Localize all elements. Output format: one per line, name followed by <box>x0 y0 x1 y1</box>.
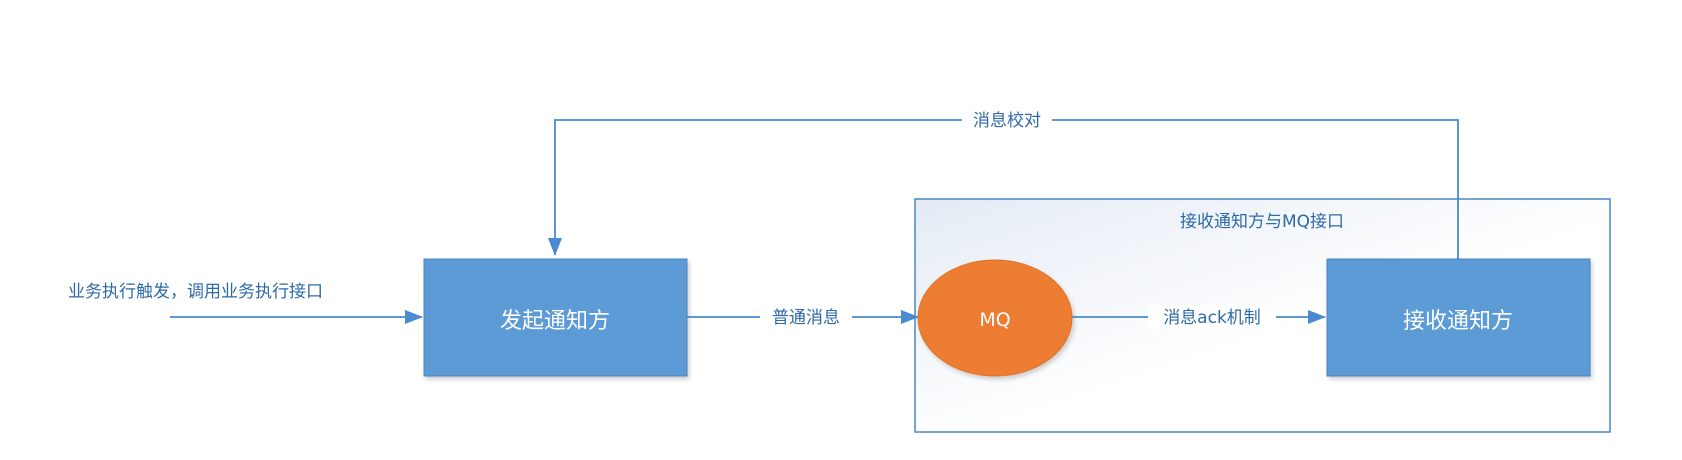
normal-message-label-bg <box>760 305 852 329</box>
sender-node-label: 发起通知方 <box>500 309 610 334</box>
mq-node-label: MQ <box>979 309 1010 331</box>
reconciliation-label: 消息校对 <box>973 111 1041 131</box>
group-label: 接收通知方与MQ接口 <box>1180 212 1344 232</box>
trigger-label: 业务执行触发，调用业务执行接口 <box>68 282 323 302</box>
receiver-node <box>1326 258 1591 377</box>
sender-node <box>423 258 688 377</box>
reconciliation-label-bg <box>962 108 1052 132</box>
normal-message-label: 普通消息 <box>772 308 840 328</box>
ack-label: 消息ack机制 <box>1163 308 1261 328</box>
mq-node <box>917 259 1073 377</box>
receiver-node-label: 接收通知方 <box>1403 309 1513 334</box>
ack-label-bg <box>1148 305 1276 329</box>
